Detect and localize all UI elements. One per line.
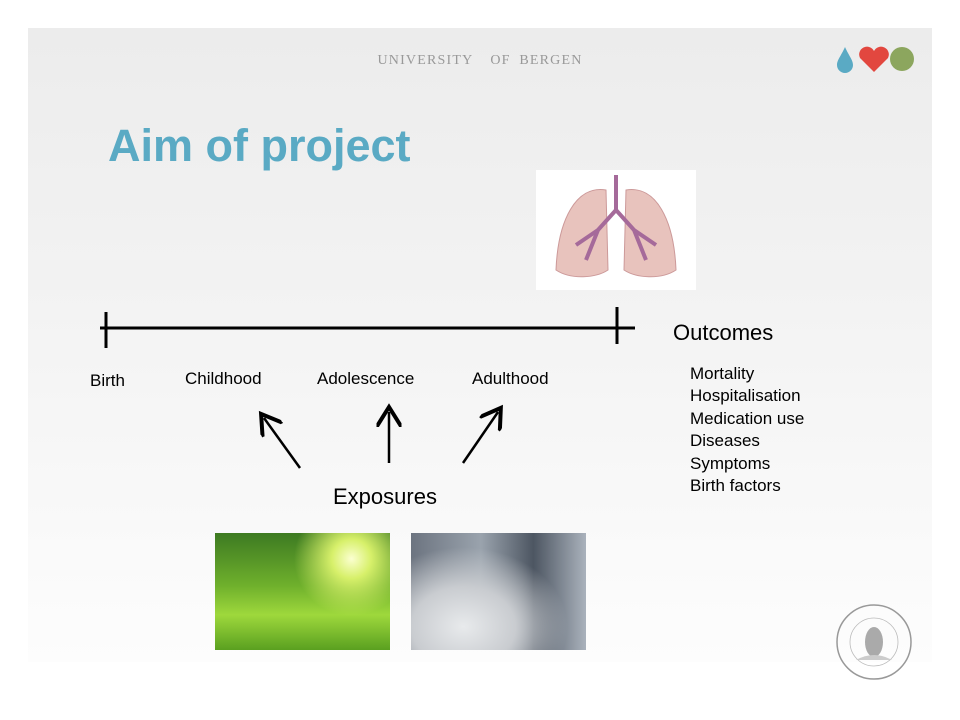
heart-icon [859,46,889,72]
stage-adulthood: Adulthood [472,369,549,388]
outcome-item: Diseases [690,431,760,451]
university-seal [836,604,912,680]
lungs-image [536,170,696,290]
outcomes-list: Mortality Hospitalisation Medication use… [690,363,804,497]
arrow-childhood [264,418,302,469]
green-park-photo [215,533,390,650]
outcome-item: Mortality [690,364,755,383]
outcome-item: Hospitalisation [690,386,801,406]
owl-icon [865,627,883,657]
exposures-label: Exposures [333,484,437,509]
traffic-pollution-photo [411,533,586,650]
circle-icon [890,47,914,71]
stage-childhood: Childhood [185,369,262,388]
stage-adolescence: Adolescence [317,369,415,388]
outcome-item: Symptoms [690,453,771,473]
arrow-adulthood [461,412,498,464]
outcome-item: Birth factors [690,476,781,496]
slide-title: Aim of project [108,120,411,171]
outcome-item: Medication use [690,408,805,428]
stage-birth: Birth [90,371,125,390]
outcomes-heading: Outcomes [673,320,774,345]
logo-icons [837,46,914,73]
university-header: UNIVERSITY OF BERGEN [377,53,583,68]
drop-icon [837,47,853,73]
